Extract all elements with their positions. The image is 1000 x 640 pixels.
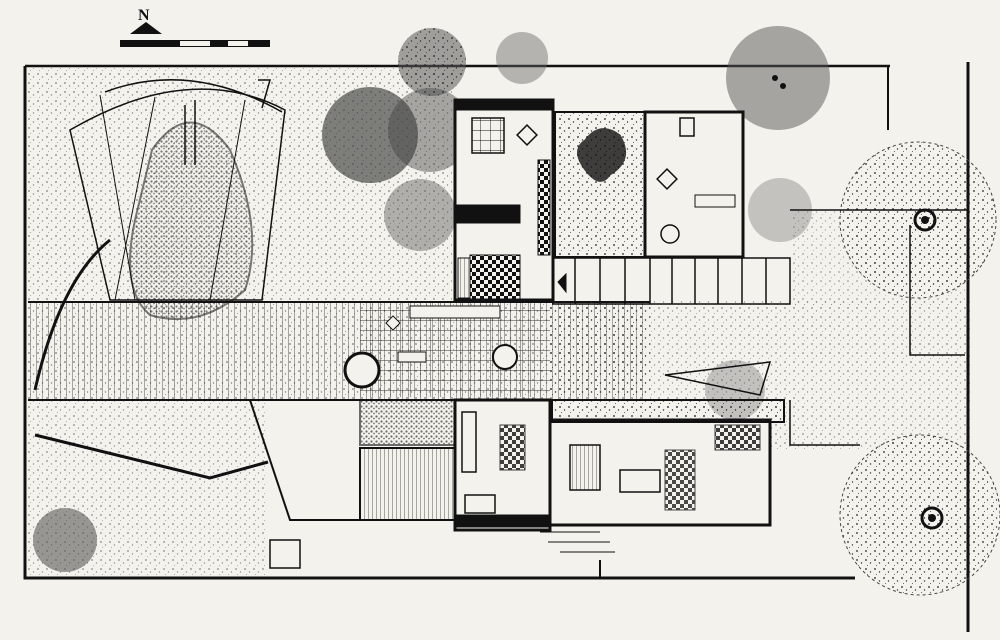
tree — [384, 179, 456, 251]
tree — [322, 87, 418, 183]
round-table — [492, 344, 518, 370]
tree — [398, 28, 466, 96]
tree — [839, 141, 997, 299]
tree — [33, 508, 97, 572]
terrace — [28, 301, 650, 401]
north-label: N — [138, 7, 150, 24]
tree — [388, 88, 472, 172]
tree — [839, 434, 1000, 596]
tree — [748, 178, 812, 242]
house — [269, 98, 791, 569]
garden-lines — [34, 209, 968, 578]
tree — [496, 32, 548, 84]
tree — [726, 26, 830, 130]
north-arrow: N — [120, 7, 270, 47]
round-table — [343, 351, 381, 389]
trees — [33, 26, 1000, 596]
